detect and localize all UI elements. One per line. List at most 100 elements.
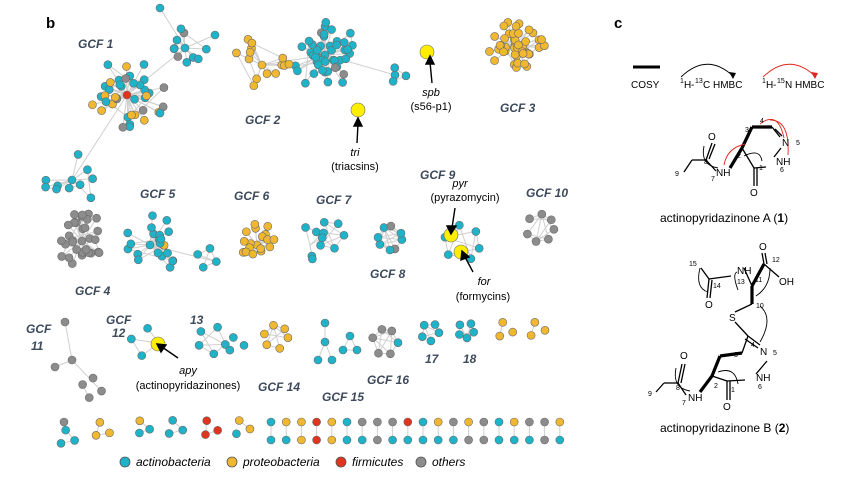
network-node: [168, 416, 177, 425]
network-node: [526, 331, 536, 340]
network-node: [338, 345, 348, 355]
network-node: [281, 435, 291, 445]
network-node: [374, 348, 383, 358]
network-node: [443, 250, 453, 259]
network-node: [126, 239, 136, 249]
network-node: [327, 355, 337, 365]
network-node: [498, 318, 507, 327]
network-node: [239, 341, 249, 350]
network-node: [327, 435, 337, 445]
network-node: [129, 78, 138, 88]
network-edge: [200, 331, 215, 355]
spb-gene-label: spb: [422, 87, 440, 99]
network-node: [474, 244, 484, 253]
network-node: [91, 431, 101, 440]
svg-text:5: 5: [773, 350, 777, 357]
pyr-product-label: (pyrazomycin): [430, 192, 499, 204]
legend-dot-proteobacteria: [226, 456, 238, 468]
network-node: [88, 174, 97, 183]
network-node: [163, 248, 172, 258]
gcf-5-label: GCF 5: [140, 187, 176, 201]
network-node: [122, 62, 131, 71]
network-edge: [64, 321, 73, 361]
network-node: [70, 436, 79, 445]
network-node: [433, 435, 443, 445]
legend-label-firmicutes: firmicutes: [352, 455, 403, 469]
network-edge: [122, 94, 128, 128]
network-node: [518, 49, 528, 58]
network-node: [159, 83, 169, 92]
svg-text:7: 7: [682, 400, 686, 407]
for-product-label: (formycins): [456, 291, 510, 303]
legend-dot-others: [415, 456, 427, 468]
svg-text:O: O: [750, 188, 758, 199]
network-node: [418, 435, 428, 445]
compound-b-name: actinopyridazinone B (2): [660, 421, 789, 435]
hmbc-c-arrow: [680, 63, 734, 78]
network-node: [164, 227, 173, 236]
svg-text:N: N: [760, 347, 767, 358]
network-node: [64, 183, 74, 193]
svg-text:1: 1: [731, 387, 735, 394]
network-node: [202, 44, 211, 54]
network-node: [115, 80, 125, 90]
network-node: [509, 417, 519, 427]
svg-text:4: 4: [751, 342, 755, 349]
gcf-11-label-b: 11: [31, 339, 44, 353]
network-node: [80, 223, 90, 233]
gcf-10-label: GCF 10: [526, 186, 568, 200]
network-node: [210, 30, 220, 40]
network-node: [64, 253, 74, 263]
network-node: [342, 435, 352, 445]
network-node: [201, 430, 210, 439]
network-node: [52, 184, 61, 194]
network-edge: [235, 52, 255, 86]
network-node: [90, 235, 100, 244]
network-node: [471, 227, 481, 236]
network-node: [523, 229, 532, 239]
network-node: [479, 435, 489, 445]
gcf-1-label: GCF 1: [78, 37, 114, 51]
network-node: [72, 245, 81, 254]
network-edge: [71, 179, 92, 199]
hmbc-c-sup1: 1: [680, 78, 684, 85]
network-node: [297, 435, 306, 445]
network-edge: [183, 32, 207, 50]
network-node: [239, 237, 249, 246]
for-gene-label: for: [478, 276, 492, 288]
svg-text:NH: NH: [716, 168, 730, 179]
network-node: [67, 175, 77, 185]
taxonomy-legend: actinobacteria proteobacteria firmicutes…: [119, 455, 465, 469]
svg-text:O: O: [708, 132, 716, 143]
network-node: [368, 333, 378, 343]
svg-text:OH: OH: [779, 277, 794, 288]
network-node: [232, 429, 241, 439]
network-node: [168, 256, 177, 266]
network-node: [194, 341, 204, 350]
network-node: [67, 355, 77, 365]
network-node: [147, 223, 156, 232]
network-node: [164, 429, 174, 438]
network-node: [73, 150, 83, 159]
network-node: [105, 428, 114, 438]
network-node: [97, 386, 106, 396]
svg-text:10: 10: [756, 303, 764, 310]
network-node: [68, 237, 78, 247]
network-edge: [470, 231, 477, 259]
network-node: [499, 47, 508, 57]
network-node: [520, 59, 529, 69]
tri-product-label: (triacsins): [331, 161, 379, 173]
gcf-labels: GCF 1 GCF 2 GCF 3 GCF 4 GCF 5 GCF 6 GCF …: [26, 37, 568, 404]
network-node: [196, 327, 206, 336]
network-node: [93, 226, 103, 236]
gcf-2-label: GCF 2: [245, 113, 281, 127]
network-node: [271, 69, 280, 78]
network-node: [490, 56, 499, 65]
compound-a-name: actinopyridazinone A (1): [660, 211, 788, 225]
network-node: [250, 219, 260, 229]
network-node: [309, 69, 319, 78]
hmbc-c-sup13: 13: [695, 78, 703, 85]
svg-text:3: 3: [745, 127, 749, 134]
network-node: [426, 336, 436, 346]
network-node: [490, 32, 499, 41]
